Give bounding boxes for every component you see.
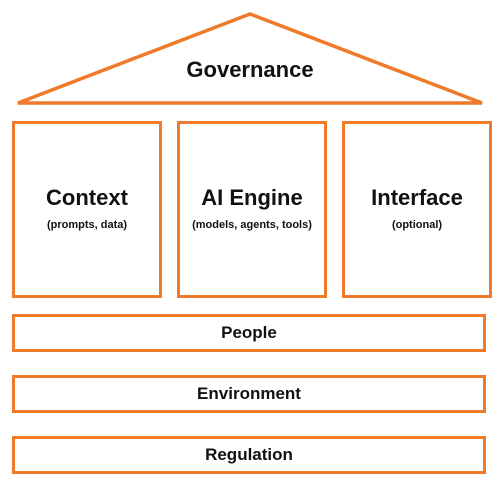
pillar-interface: Interface (optional) bbox=[342, 121, 492, 298]
pillar-context: Context (prompts, data) bbox=[12, 121, 162, 298]
pillar-subtitle: (optional) bbox=[391, 219, 443, 231]
pillar-subtitle: (prompts, data) bbox=[46, 219, 128, 231]
pillar-ai-engine: AI Engine (models, agents, tools) bbox=[177, 121, 327, 298]
foundation-regulation: Regulation bbox=[12, 436, 486, 474]
pillar-title: Interface bbox=[371, 185, 463, 210]
foundation-people: People bbox=[12, 314, 486, 352]
foundation-environment: Environment bbox=[12, 375, 486, 413]
pillar-title: AI Engine bbox=[201, 185, 303, 210]
pillar-subtitle: (models, agents, tools) bbox=[192, 219, 312, 231]
roof-label-governance: Governance bbox=[186, 57, 314, 82]
pillar-title: Context bbox=[46, 185, 128, 210]
